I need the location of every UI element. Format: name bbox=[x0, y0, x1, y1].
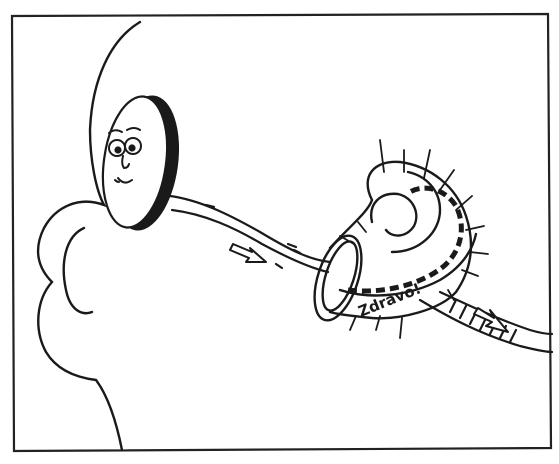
eardrum-disc bbox=[95, 91, 187, 235]
arrow-right-icon bbox=[230, 244, 266, 262]
auditory-nerve bbox=[420, 292, 552, 352]
head-silhouette bbox=[38, 22, 140, 450]
cochlear-duct bbox=[348, 188, 461, 291]
